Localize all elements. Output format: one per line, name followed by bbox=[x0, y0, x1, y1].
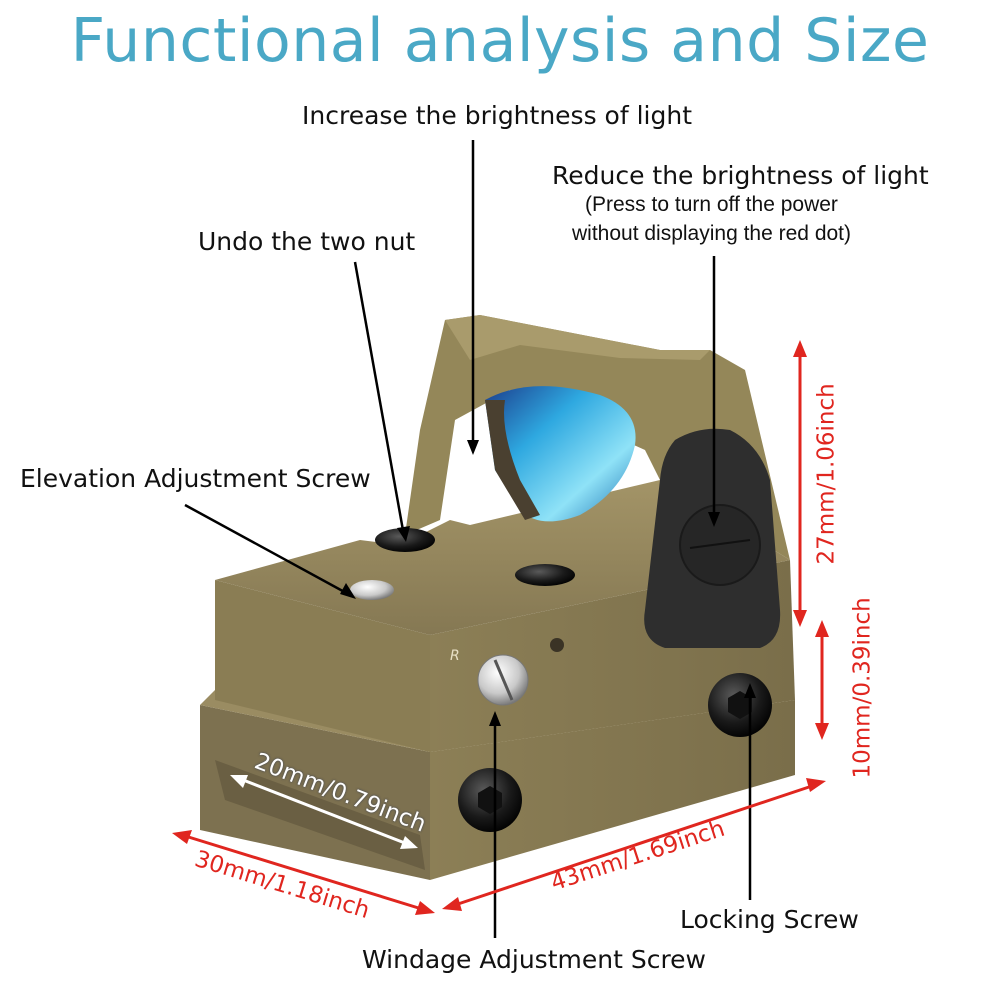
label-undo-nut: Undo the two nut bbox=[198, 227, 416, 256]
page-title: Functional analysis and Size bbox=[70, 6, 930, 76]
pointer-elevation bbox=[184, 503, 351, 597]
label-elevation-screw: Elevation Adjustment Screw bbox=[20, 464, 371, 493]
label-locking-screw: Locking Screw bbox=[680, 905, 859, 934]
label-reduce-brightness: Reduce the brightness of light bbox=[552, 161, 929, 190]
label-windage-screw: Windage Adjustment Screw bbox=[362, 945, 706, 974]
hood-top bbox=[445, 315, 710, 360]
lens-frame-dark bbox=[485, 400, 540, 520]
dim-arrow-rail bbox=[237, 776, 411, 847]
dim-label-height-base: 10mm/0.39inch bbox=[849, 597, 876, 779]
label-increase-brightness: Increase the brightness of light bbox=[302, 101, 693, 130]
svg-text:R: R bbox=[450, 648, 460, 664]
rail-clamp bbox=[215, 760, 425, 870]
base-mount-front bbox=[430, 700, 795, 880]
label-reduce-note-1: (Press to turn off the power bbox=[585, 193, 838, 216]
label-reduce-note-2: without displaying the red dot) bbox=[572, 222, 851, 245]
dim-arrow-width-base bbox=[181, 833, 426, 912]
dim-arrow-length bbox=[454, 783, 816, 907]
body-side bbox=[215, 580, 430, 752]
top-nut-right bbox=[515, 564, 575, 586]
elevation-screw-icon bbox=[350, 580, 394, 600]
pointer-undo-nut bbox=[353, 261, 406, 537]
small-hole bbox=[550, 638, 564, 652]
dim-label-height-upper: 27mm/1.06inch bbox=[813, 383, 840, 565]
